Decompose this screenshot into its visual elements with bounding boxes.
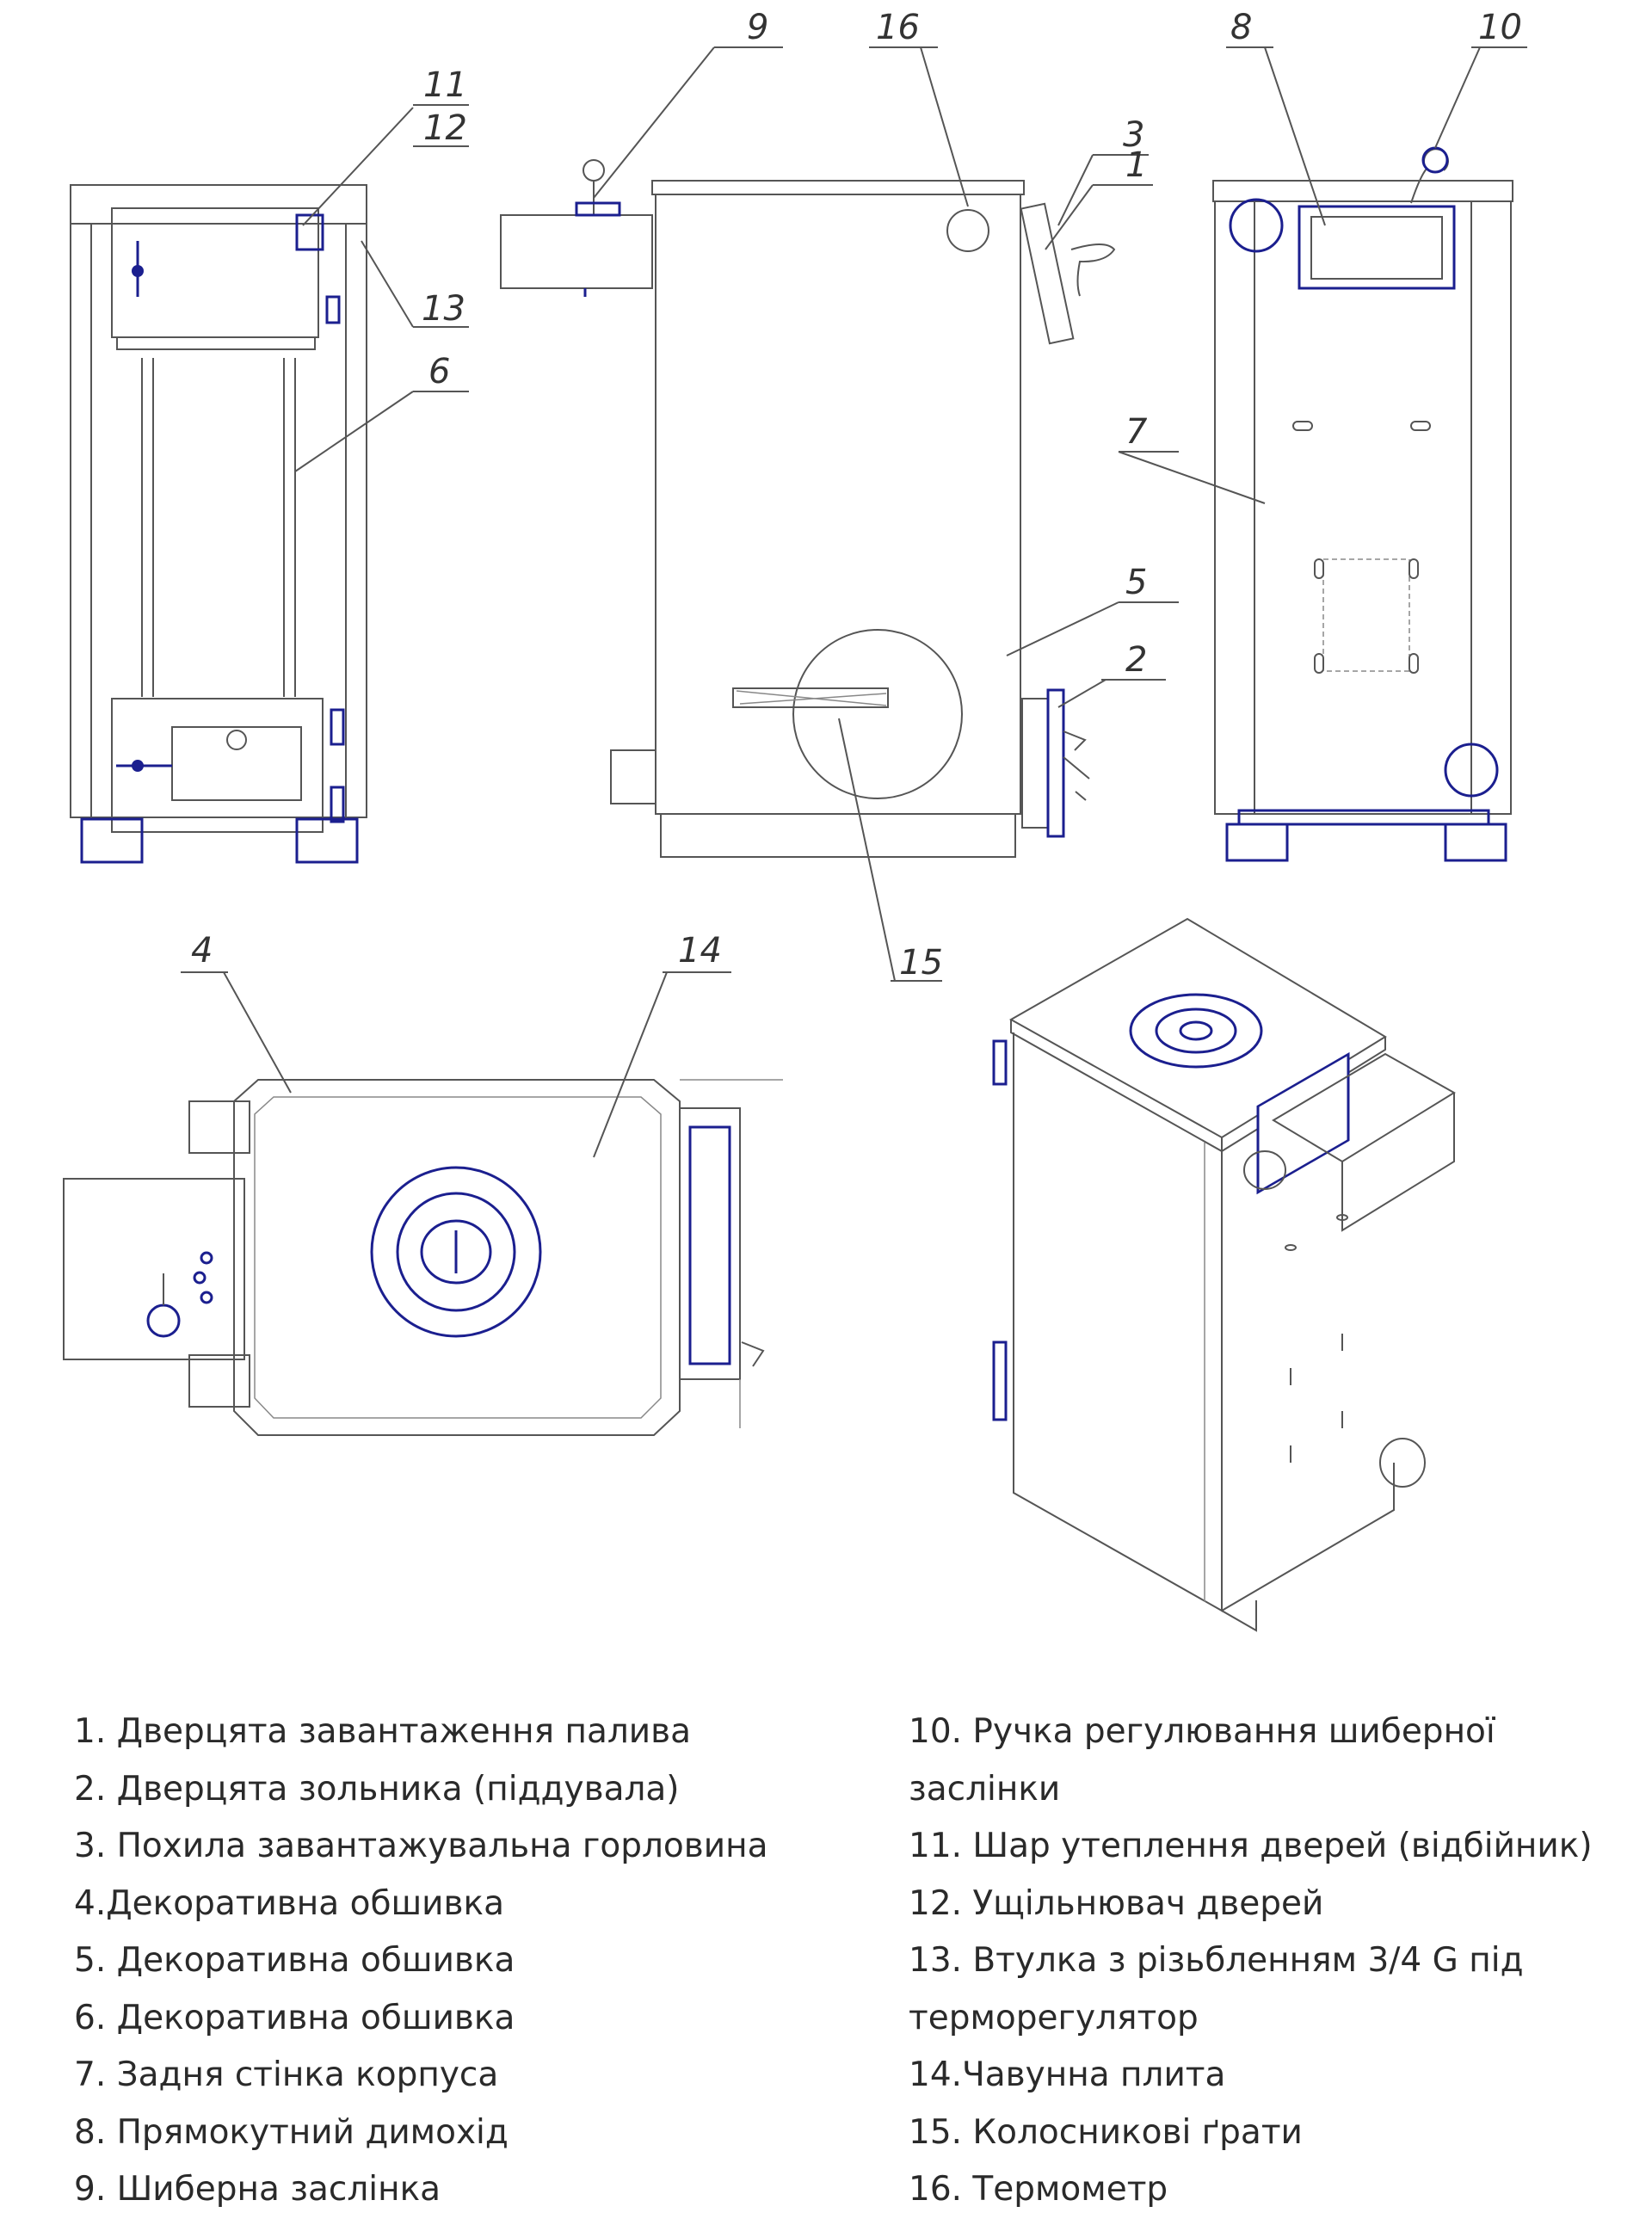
parts-legend: 1. Дверцята завантаження палива 2. Дверц… (0, 1704, 1652, 2220)
legend-item: 4.Декоративна обшивка (74, 1883, 504, 1923)
callout-16: 16 (876, 8, 920, 47)
legend-item: 3. Похила завантажувальна горловина (74, 1827, 768, 1865)
leader-lines (181, 46, 1527, 1158)
legend-item: 16. Термометр (909, 2170, 1168, 2209)
legend-item: 15. Колосникові ґрати (909, 2112, 1303, 2152)
callout-8: 8 (1230, 8, 1252, 47)
callout-3: 3 (1123, 115, 1144, 155)
callout-2: 2 (1125, 640, 1147, 680)
isometric-view (992, 917, 1456, 1632)
technical-drawing: 1 2 3 4 5 6 7 8 9 10 11 12 13 14 15 16 (63, 8, 1527, 1632)
callout-1: 1 (1125, 145, 1147, 185)
legend-item: 14.Чавунна плита (909, 2055, 1226, 2094)
callout-7: 7 (1125, 412, 1148, 452)
callout-4: 4 (191, 931, 213, 971)
legend-item: 12. Ущільнювач дверей (909, 1883, 1324, 1923)
legend-item: 1. Дверцята завантаження палива (74, 1712, 692, 1751)
callout-5: 5 (1125, 563, 1147, 602)
callout-6: 6 (428, 352, 450, 391)
legend-item: 8. Прямокутний димохід (74, 2112, 509, 2152)
legend-column-right: 10. Ручка регулювання шиберної заслінки … (909, 1704, 1631, 2219)
legend-item: 2. Дверцята зольника (піддувала) (74, 1769, 680, 1809)
callout-12: 12 (423, 108, 467, 148)
callout-15: 15 (899, 943, 943, 983)
callout-numbers: 1 2 3 4 5 6 7 8 9 10 11 12 13 14 15 16 (191, 8, 1522, 983)
legend-item: 9. Шиберна заслінка (74, 2170, 441, 2209)
callout-13: 13 (422, 289, 465, 329)
callout-10: 10 (1478, 8, 1522, 47)
rear-view (1212, 146, 1513, 862)
legend-column-left: 1. Дверцята завантаження палива 2. Дверц… (74, 1704, 848, 2219)
callout-9: 9 (747, 8, 768, 47)
legend-item: 6. Декоративна обшивка (74, 1998, 515, 2037)
legend-item: 7. Задня стінка корпуса (74, 2055, 499, 2094)
legend-item: 5. Декоративна обшивка (74, 1941, 515, 1980)
legend-item: 11. Шар утеплення дверей (відбійник) (909, 1827, 1593, 1865)
side-view (500, 159, 1116, 858)
top-view (63, 1079, 783, 1436)
front-view (70, 184, 367, 864)
legend-item: 10. Ручка регулювання шиберної заслінки (909, 1712, 1495, 1809)
callout-14: 14 (678, 931, 722, 971)
callout-11: 11 (423, 65, 467, 105)
legend-item: 13. Втулка з різьбленням 3/4 G під термо… (909, 1941, 1524, 2037)
